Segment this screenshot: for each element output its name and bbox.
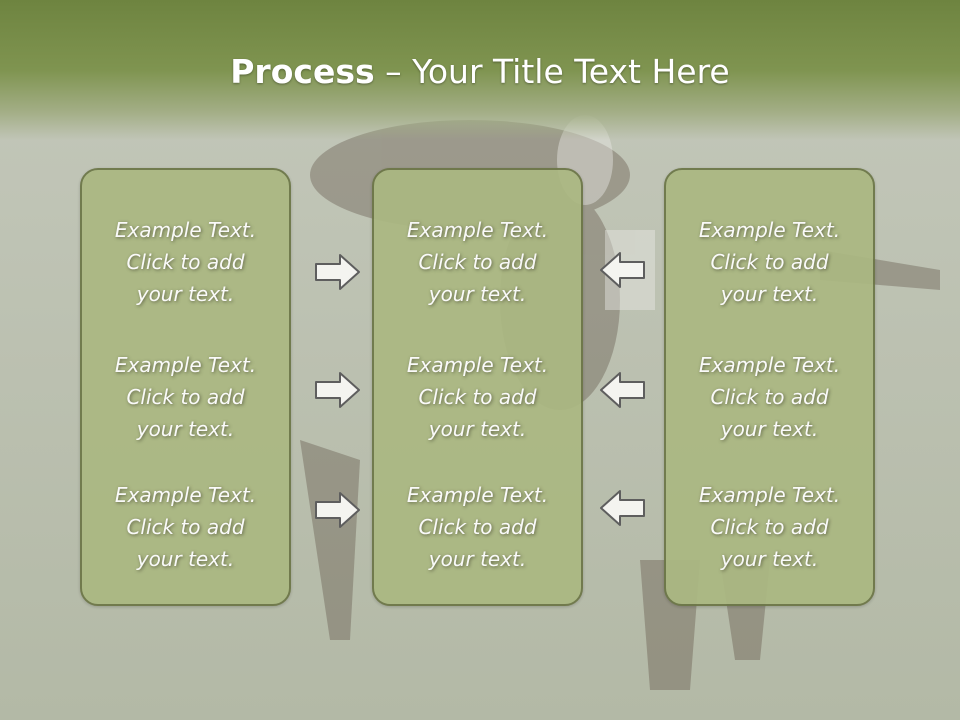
text-line: Click to add <box>126 515 245 539</box>
process-box-2[interactable]: Example Text. Click to add your text. Ex… <box>372 168 583 606</box>
arrow-right-icon <box>315 492 360 528</box>
text-line: Click to add <box>710 515 829 539</box>
process-box-3[interactable]: Example Text. Click to add your text. Ex… <box>664 168 875 606</box>
text-placeholder[interactable]: Example Text. Click to add your text. <box>82 214 289 310</box>
text-line: Click to add <box>126 250 245 274</box>
slide-title[interactable]: Process – Your Title Text Here <box>0 52 960 91</box>
text-line: your text. <box>428 547 527 571</box>
arrow-left-icon <box>600 252 645 288</box>
text-line: your text. <box>136 417 235 441</box>
text-line: Example Text. <box>698 218 841 242</box>
text-line: your text. <box>136 282 235 306</box>
text-line: Click to add <box>126 385 245 409</box>
text-line: your text. <box>428 282 527 306</box>
text-line: Click to add <box>418 515 537 539</box>
text-line: your text. <box>136 547 235 571</box>
text-placeholder[interactable]: Example Text. Click to add your text. <box>666 214 873 310</box>
text-line: Example Text. <box>406 353 549 377</box>
text-placeholder[interactable]: Example Text. Click to add your text. <box>82 349 289 445</box>
arrow-left-icon <box>600 372 645 408</box>
text-line: Example Text. <box>114 353 257 377</box>
text-line: Example Text. <box>406 483 549 507</box>
title-bar <box>0 0 960 140</box>
process-box-1[interactable]: Example Text. Click to add your text. Ex… <box>80 168 291 606</box>
text-line: your text. <box>720 417 819 441</box>
text-line: your text. <box>428 417 527 441</box>
text-placeholder[interactable]: Example Text. Click to add your text. <box>666 479 873 575</box>
text-placeholder[interactable]: Example Text. Click to add your text. <box>374 479 581 575</box>
text-line: Example Text. <box>406 218 549 242</box>
arrow-right-icon <box>315 254 360 290</box>
text-line: your text. <box>720 282 819 306</box>
text-line: Example Text. <box>698 483 841 507</box>
text-placeholder[interactable]: Example Text. Click to add your text. <box>374 214 581 310</box>
text-placeholder[interactable]: Example Text. Click to add your text. <box>666 349 873 445</box>
text-line: Click to add <box>418 250 537 274</box>
text-line: Example Text. <box>698 353 841 377</box>
text-line: Click to add <box>418 385 537 409</box>
text-placeholder[interactable]: Example Text. Click to add your text. <box>374 349 581 445</box>
arrow-left-icon <box>600 490 645 526</box>
text-placeholder[interactable]: Example Text. Click to add your text. <box>82 479 289 575</box>
text-line: your text. <box>720 547 819 571</box>
text-line: Example Text. <box>114 483 257 507</box>
title-bold: Process <box>230 52 375 91</box>
text-line: Click to add <box>710 250 829 274</box>
text-line: Click to add <box>710 385 829 409</box>
text-line: Example Text. <box>114 218 257 242</box>
arrow-right-icon <box>315 372 360 408</box>
title-rest: – Your Title Text Here <box>374 52 730 91</box>
